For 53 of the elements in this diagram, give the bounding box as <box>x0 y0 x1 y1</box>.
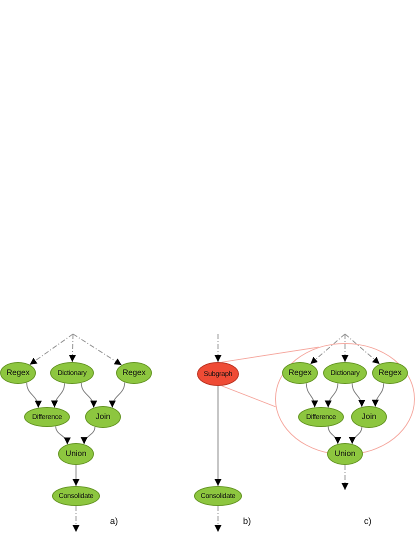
arrow <box>310 334 346 364</box>
operator-node <box>116 362 152 384</box>
operator-node <box>24 407 70 427</box>
connector-line <box>221 385 276 408</box>
arrow <box>55 426 70 445</box>
arrow <box>109 382 126 408</box>
arrow <box>325 382 338 408</box>
arrow <box>81 426 96 445</box>
panel-label: b) <box>243 516 252 526</box>
arrow <box>372 382 384 408</box>
operator-node <box>327 443 363 465</box>
arrow <box>80 382 97 408</box>
arrow <box>29 334 74 366</box>
operator-node <box>0 362 36 384</box>
arrow <box>214 506 222 532</box>
connector-line <box>221 346 320 363</box>
node-label: Regex <box>378 369 402 377</box>
node-label: Regex <box>6 369 30 377</box>
arrow <box>306 382 318 408</box>
operator-node <box>58 443 94 465</box>
arrow <box>349 426 362 444</box>
arrow <box>72 334 122 366</box>
arrow <box>26 382 42 408</box>
node-label: Regex <box>288 369 312 377</box>
operator-node <box>194 486 242 506</box>
node-label: Join <box>96 413 110 421</box>
operator-node <box>282 362 318 384</box>
subgraph-node <box>197 362 239 386</box>
arrow <box>72 464 80 486</box>
operator-node <box>351 406 387 428</box>
arrow <box>342 334 348 362</box>
operator-node <box>50 362 94 384</box>
arrow <box>214 334 222 362</box>
arrow <box>342 464 348 490</box>
arrow <box>352 382 365 408</box>
zoom-ellipse <box>275 343 415 455</box>
operator-node <box>85 406 121 428</box>
arrow <box>52 382 65 408</box>
operator-node <box>52 486 100 506</box>
arrow <box>72 506 80 532</box>
arrow <box>344 334 380 364</box>
panel-label: c) <box>364 516 372 526</box>
panel-label: a) <box>110 516 118 526</box>
arrow <box>214 386 222 486</box>
arrow <box>68 334 76 362</box>
operator-node <box>323 362 367 384</box>
node-label: Union <box>334 450 356 458</box>
node-label: Regex <box>122 369 146 377</box>
operator-node <box>298 407 344 427</box>
operator-node <box>372 362 408 384</box>
node-label: Union <box>66 450 86 458</box>
arrow <box>328 426 341 444</box>
node-label: Join <box>362 413 376 421</box>
